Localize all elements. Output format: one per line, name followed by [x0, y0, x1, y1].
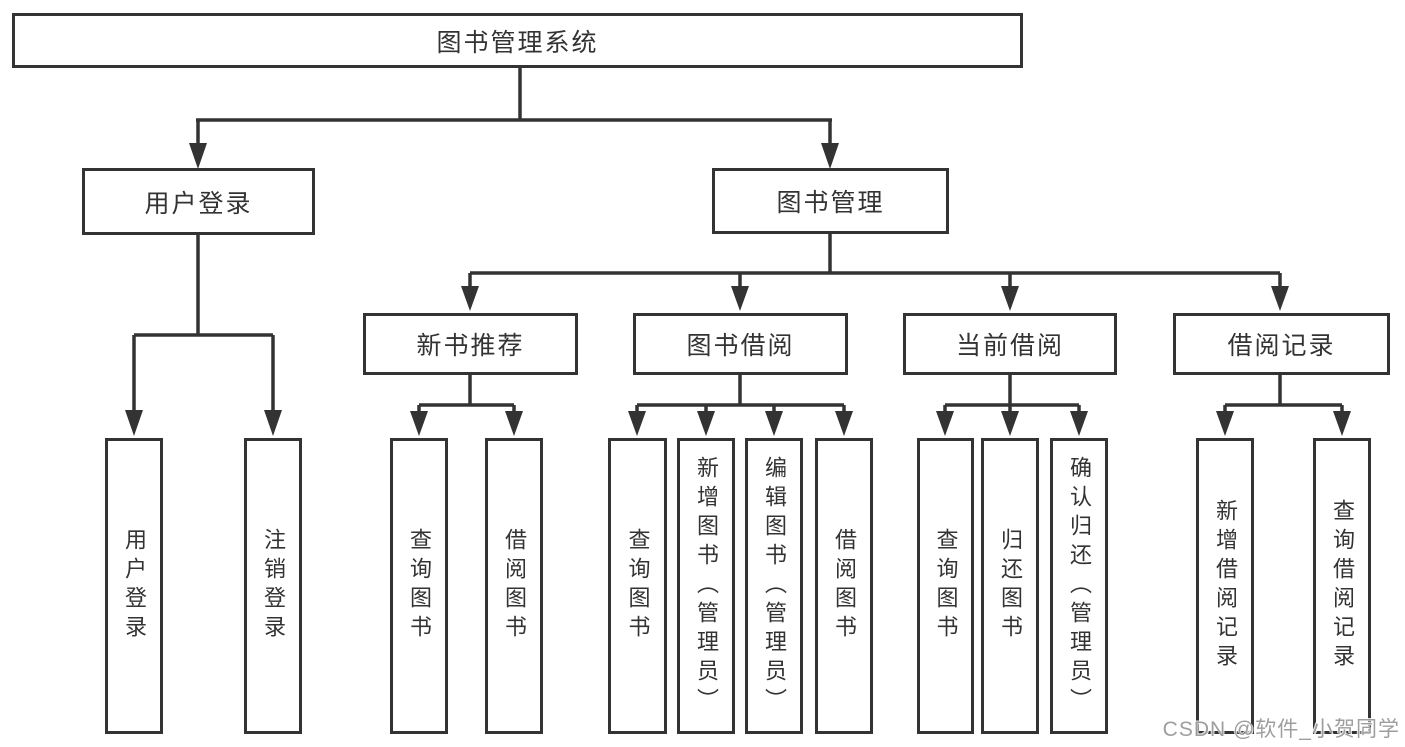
node-leaf-query-books-recommend: 查询图书 — [390, 438, 448, 734]
arrow-down-icon — [1271, 286, 1289, 311]
node-leaf-add-books-admin: 新增图书（管理员） — [677, 438, 735, 734]
leaf-label: 查询图书 — [407, 528, 432, 644]
connector-root-to-level2 — [196, 68, 832, 146]
arrow-down-icon — [821, 143, 839, 169]
new-book-recommend-label: 新书推荐 — [416, 332, 525, 360]
leaf-label: 借阅图书 — [502, 528, 527, 644]
arrowheads — [125, 143, 1351, 436]
node-leaf-logout: 注销登录 — [244, 438, 302, 734]
arrow-down-icon — [410, 411, 428, 436]
node-book-borrow: 图书借阅 — [633, 313, 848, 375]
node-leaf-borrow-books: 借阅图书 — [815, 438, 873, 734]
arrow-down-icon — [1001, 286, 1019, 311]
node-book-management: 图书管理 — [712, 168, 949, 234]
arrow-down-icon — [697, 411, 715, 436]
csdn-watermark: CSDN @软件_小贺同学 — [1162, 718, 1400, 741]
node-leaf-query-borrow-record: 查询借阅记录 — [1313, 438, 1371, 734]
leaf-label: 借阅图书 — [832, 528, 857, 644]
node-user-login: 用户登录 — [82, 168, 315, 235]
root-label: 图书管理系统 — [436, 28, 599, 57]
leaf-label: 注销登录 — [261, 528, 286, 644]
connector-current-to-leaves — [943, 375, 1081, 414]
connector-records-to-leaves — [1223, 375, 1344, 414]
arrow-down-icon — [1001, 411, 1019, 436]
book-borrow-label: 图书借阅 — [686, 332, 795, 360]
node-leaf-return-books: 归还图书 — [981, 438, 1039, 734]
arrow-down-icon — [461, 286, 479, 311]
connector-recommend-to-leaves — [417, 375, 516, 414]
node-new-book-recommend: 新书推荐 — [363, 313, 578, 375]
connector-mgmt-to-level3 — [468, 233, 1282, 289]
arrow-down-icon — [936, 411, 954, 436]
borrow-records-label: 借阅记录 — [1227, 332, 1336, 360]
leaf-label: 查询图书 — [933, 528, 959, 644]
leaf-label: 新增图书（管理员） — [694, 455, 719, 717]
arrow-down-icon — [765, 411, 783, 436]
arrow-down-icon — [264, 410, 282, 436]
node-library-system-root: 图书管理系统 — [12, 13, 1023, 68]
user-login-label: 用户登录 — [144, 189, 253, 218]
arrow-down-icon — [835, 411, 853, 436]
node-leaf-borrow-books-recommend: 借阅图书 — [485, 438, 543, 734]
arrow-down-icon — [628, 411, 646, 436]
connector-borrow-to-leaves — [635, 375, 846, 414]
node-current-borrow: 当前借阅 — [903, 313, 1117, 375]
node-borrow-records: 借阅记录 — [1173, 313, 1390, 375]
arrow-down-icon — [189, 143, 207, 169]
arrow-down-icon — [1070, 411, 1088, 436]
connector-login-to-leaves — [132, 235, 275, 412]
node-leaf-confirm-return-admin: 确认归还（管理员） — [1050, 438, 1108, 734]
leaf-label: 归还图书 — [998, 528, 1023, 644]
arrow-down-icon — [1333, 411, 1351, 436]
leaf-label: 查询借阅记录 — [1330, 499, 1355, 673]
arrow-down-icon — [731, 286, 749, 311]
node-leaf-user-login: 用户登录 — [105, 438, 163, 734]
arrow-down-icon — [1216, 411, 1234, 436]
node-leaf-add-borrow-record: 新增借阅记录 — [1196, 438, 1254, 734]
node-leaf-edit-books-admin: 编辑图书（管理员） — [745, 438, 803, 734]
node-leaf-query-books-current: 查询图书 — [917, 438, 974, 734]
leaf-label: 编辑图书（管理员） — [762, 455, 787, 717]
leaf-label: 用户登录 — [122, 528, 147, 644]
current-borrow-label: 当前借阅 — [955, 332, 1064, 360]
arrow-down-icon — [125, 410, 143, 436]
arrow-down-icon — [505, 411, 523, 436]
node-leaf-query-books-borrow: 查询图书 — [608, 438, 667, 734]
leaf-label: 新增借阅记录 — [1213, 499, 1238, 673]
leaf-label: 查询图书 — [625, 528, 651, 644]
leaf-label: 确认归还（管理员） — [1067, 455, 1092, 717]
book-management-label: 图书管理 — [776, 189, 885, 217]
